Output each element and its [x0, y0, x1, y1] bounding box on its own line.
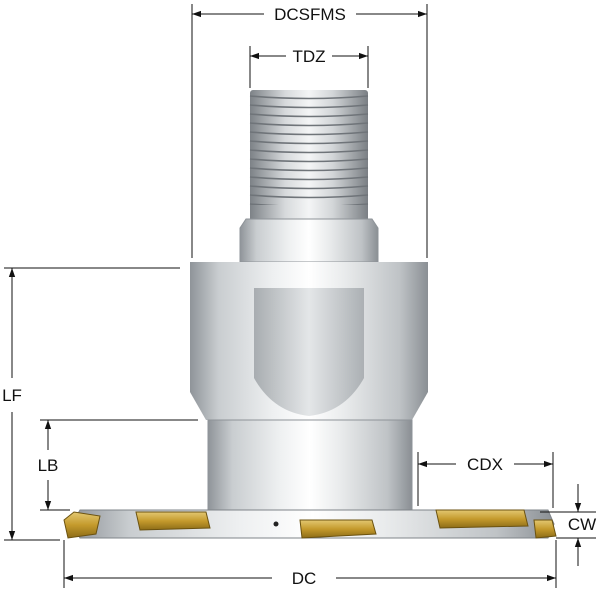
label-cdx: CDX — [467, 455, 503, 474]
insert-center — [299, 519, 377, 539]
thread-ridge — [249, 122, 369, 127]
label-dcsfms: DCSFMS — [274, 5, 346, 24]
label-dc: DC — [292, 569, 317, 588]
collar — [207, 419, 413, 511]
thread-ridge — [249, 176, 369, 181]
insert-right-edge — [533, 519, 557, 539]
thread-ridge — [249, 104, 369, 109]
label-lf: LF — [2, 386, 22, 405]
insert-right — [435, 509, 529, 529]
thread-ridge — [249, 194, 369, 199]
label-lb: LB — [38, 456, 59, 475]
insert-left — [63, 511, 101, 539]
thread-ridge — [249, 131, 369, 136]
thread-ridges — [249, 95, 369, 208]
shank-neck — [239, 218, 379, 263]
screw-hole — [273, 521, 279, 527]
wrench-flat — [254, 288, 364, 416]
dimension-labels: DCSFMS TDZ LF LB CDX CW DC — [2, 5, 596, 588]
label-cw: CW — [568, 515, 596, 534]
cutting-inserts — [63, 509, 557, 539]
thread-ridge — [249, 185, 369, 190]
thread-ridge — [249, 140, 369, 145]
milling-cutter — [63, 90, 557, 539]
thread-ridge — [249, 158, 369, 163]
thread-ridge — [249, 149, 369, 154]
thread-ridge — [249, 95, 369, 100]
insert-left-inner — [135, 511, 211, 531]
label-tdz: TDZ — [292, 47, 325, 66]
threaded-shank — [249, 90, 369, 219]
thread-ridge — [249, 113, 369, 118]
thread-ridge — [249, 167, 369, 172]
dimension-lines — [4, 4, 596, 588]
